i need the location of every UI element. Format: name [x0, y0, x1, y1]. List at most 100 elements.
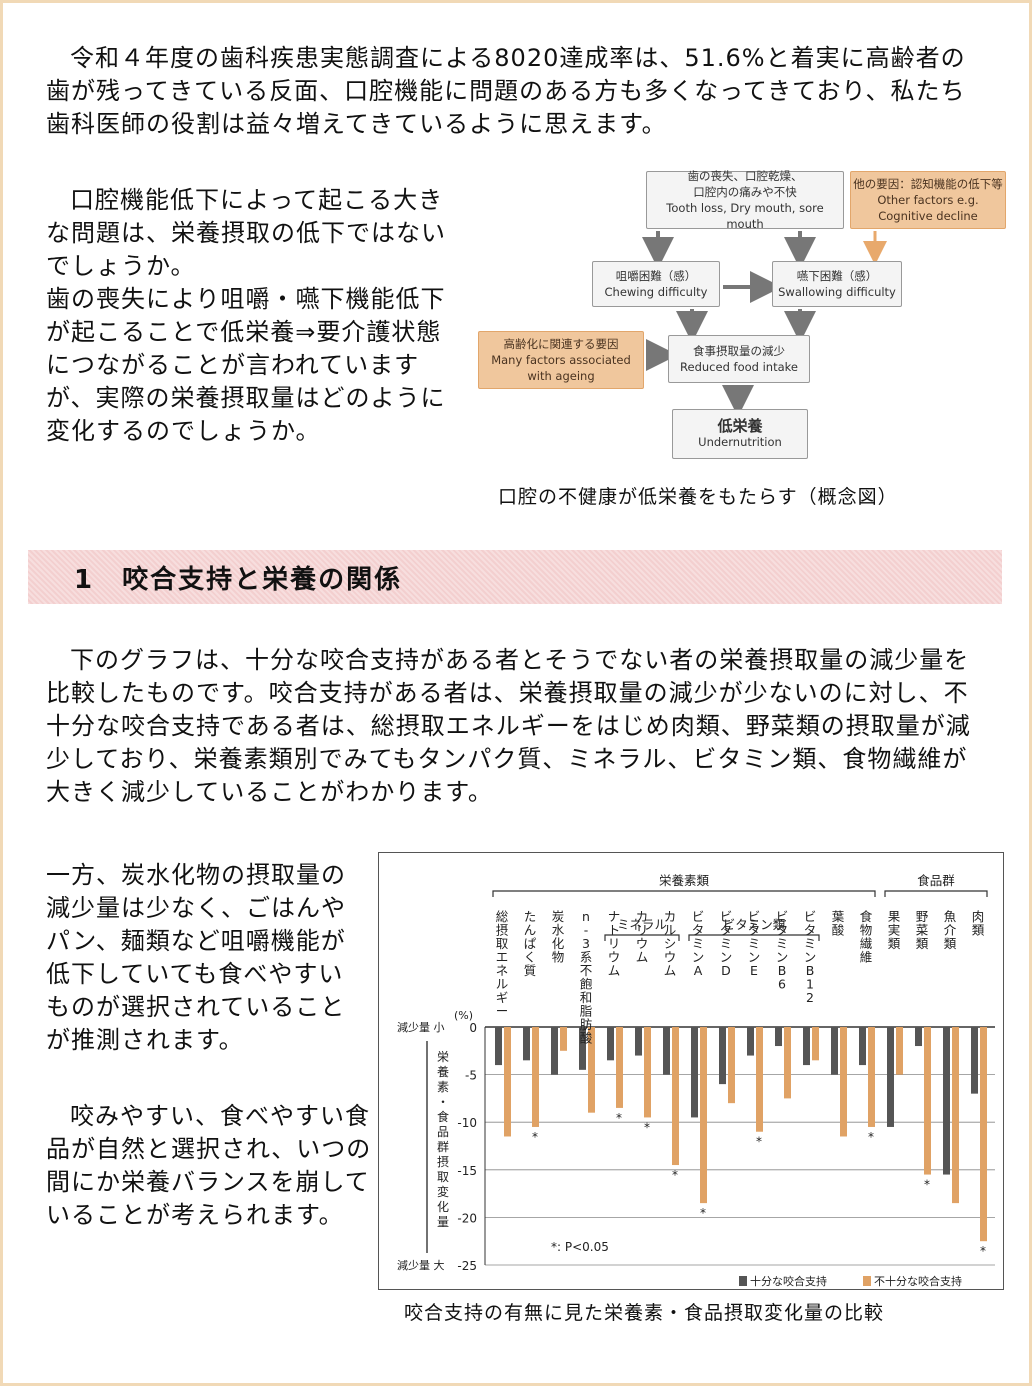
category-label-char: - — [584, 923, 589, 938]
category-label-char: ナ — [608, 909, 621, 924]
bar-insufficient — [532, 1027, 539, 1127]
diagram-text: Chewing difficulty — [604, 285, 708, 299]
category-label-char: 葉 — [832, 909, 845, 924]
category-label-char: く — [524, 950, 537, 965]
significance-marker: * — [980, 1244, 986, 1258]
category-label-char: ん — [524, 923, 537, 938]
bar-insufficient — [840, 1027, 847, 1137]
diagram-text: 嚥下困難（感） — [796, 269, 878, 283]
bar-insufficient — [588, 1027, 595, 1113]
y-axis-label-char: 変 — [437, 1184, 449, 1199]
category-label-char: ミ — [776, 936, 789, 951]
category-label-char: ト — [608, 923, 621, 938]
category-label-char: 化 — [552, 936, 565, 951]
significance-marker: * — [868, 1130, 874, 1144]
bar-insufficient — [504, 1027, 511, 1137]
y-unit-label: (%) — [454, 1009, 473, 1022]
diagram-text: Tooth loss, Dry mouth, sore mouth — [666, 201, 824, 231]
group-vitamins-label: ビタミン類 — [723, 917, 786, 932]
bar-sufficient — [859, 1027, 866, 1066]
bar-sufficient — [691, 1027, 698, 1118]
diagram-box-other-factors: 他の要因：認知機能の低下等 Other factors e.g. Cogniti… — [850, 171, 1006, 229]
category-label-char: タ — [748, 923, 761, 938]
bar-insufficient — [560, 1027, 567, 1051]
bar-sufficient — [803, 1027, 810, 1066]
significance-marker: * — [924, 1178, 930, 1192]
category-label-char: ウ — [636, 936, 649, 951]
bar-insufficient — [616, 1027, 623, 1108]
category-label-char: 物 — [552, 950, 565, 965]
category-label-char: ム — [608, 963, 621, 978]
bar-insufficient — [700, 1027, 707, 1204]
category-label-char: ル — [496, 977, 509, 992]
category-label-char: 炭 — [552, 909, 565, 924]
bar-sufficient — [887, 1027, 894, 1127]
y-axis-label-char: 群 — [437, 1140, 449, 1154]
y-axis-label-char: 養 — [437, 1064, 449, 1079]
category-label-char: A — [694, 963, 703, 978]
diagram-text: with ageing — [527, 369, 595, 383]
category-label-char: ネ — [496, 963, 509, 978]
bar-sufficient — [635, 1027, 642, 1056]
category-label-char: 酸 — [580, 1031, 593, 1046]
y-axis-label-char: 摂 — [437, 1154, 449, 1169]
diagram-text: 口腔内の痛みや不快 — [693, 185, 797, 199]
significance-marker: * — [756, 1135, 762, 1149]
category-label-char: 類 — [916, 936, 929, 951]
category-label-char: 取 — [496, 936, 509, 951]
diagram-text: Many factors associated — [491, 353, 631, 367]
category-label-char: ビ — [748, 909, 761, 924]
category-label-char: ぱ — [524, 936, 537, 951]
bar-insufficient — [980, 1027, 987, 1242]
category-label-char: 不 — [580, 963, 593, 978]
group-nutrients-label: 栄養素類 — [659, 873, 710, 888]
diagram-text: Swallowing difficulty — [778, 285, 896, 299]
category-label-char: 介 — [944, 923, 957, 938]
legend-label: 不十分な咬合支持 — [874, 1274, 962, 1288]
bar-insufficient — [952, 1027, 959, 1204]
category-label-char: 野 — [916, 909, 929, 924]
group-minerals-label: ミネラル — [617, 917, 667, 932]
category-label-char: タ — [720, 923, 733, 938]
category-label-char: 食 — [860, 909, 873, 924]
diagram-text: 低栄養 — [717, 417, 763, 435]
category-label-char: ン — [776, 950, 789, 965]
group-foods-label: 食品群 — [917, 873, 955, 888]
bar-sufficient — [551, 1027, 558, 1075]
bar-insufficient — [728, 1027, 735, 1104]
category-label-char: ウ — [608, 950, 621, 965]
category-label-char: ン — [692, 950, 705, 965]
category-label-char: 繊 — [860, 936, 873, 951]
category-label-char: ウ — [664, 950, 677, 965]
body-paragraph-3: 咬みやすい、食べやすい食品が自然と選択され、いつの間にか栄養バランスを崩している… — [46, 1102, 372, 1229]
bar-insufficient — [812, 1027, 819, 1061]
diagram-text: 高齢化に関連する要因 — [503, 337, 619, 351]
diagram-arrows — [642, 231, 887, 417]
category-label-char: 酸 — [832, 923, 845, 938]
category-label-char: B — [806, 963, 815, 978]
category-label-char: ビ — [804, 909, 817, 924]
category-label-char: 質 — [524, 963, 537, 978]
category-label-char: ル — [664, 923, 677, 938]
significance-marker: * — [616, 1111, 622, 1125]
intro-paragraph-1: 令和４年度の歯科疾患実態調査による8020達成率は、51.6%と着実に高齢者の歯… — [46, 44, 966, 138]
bar-insufficient — [924, 1027, 931, 1175]
bar-insufficient — [644, 1027, 651, 1118]
category-label-char: 類 — [888, 936, 901, 951]
y-axis-label-char: 化 — [437, 1200, 449, 1214]
bar-insufficient — [784, 1027, 791, 1099]
y-tick-label: -25 — [457, 1259, 477, 1273]
y-axis-label-char: 栄 — [437, 1050, 449, 1064]
category-label-char: ン — [748, 950, 761, 965]
diagram-text: 咀嚼困難（感） — [615, 269, 697, 283]
bar-sufficient — [579, 1027, 586, 1070]
category-label-char: 系 — [580, 950, 593, 965]
category-label-char: ビ — [692, 909, 705, 924]
category-label-char: 物 — [860, 923, 873, 938]
category-label-char: カ — [636, 909, 649, 924]
bar-sufficient — [523, 1027, 530, 1061]
significance-marker: * — [644, 1120, 650, 1134]
diagram-text: Other factors e.g. — [877, 193, 979, 207]
category-label-char: 摂 — [496, 923, 509, 938]
